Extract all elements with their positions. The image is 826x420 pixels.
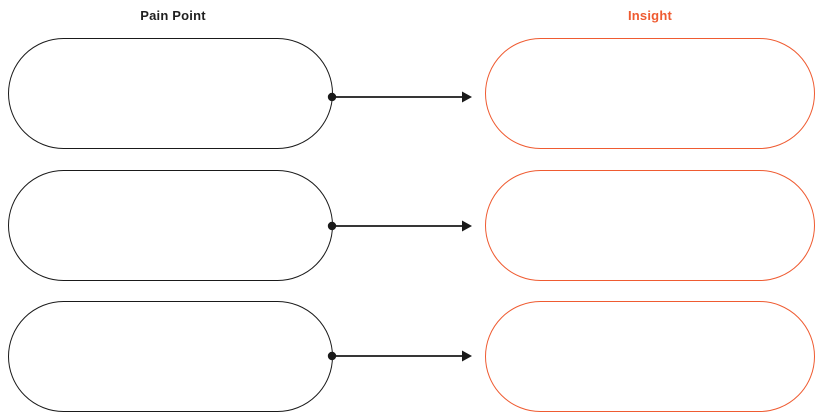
connector-arrow-3 [322,339,482,375]
diagram-row [0,170,826,282]
diagram-row [0,38,826,150]
column-header-pain-point: Pain Point [140,8,206,23]
pain-point-box-1[interactable] [8,38,333,149]
insight-box-1[interactable] [485,38,815,149]
connector-arrow-2 [322,208,482,244]
connector-arrowhead-2 [462,220,472,232]
connector-arrowhead-1 [462,91,472,103]
pain-point-box-3[interactable] [8,301,333,412]
connector-arrow-1 [322,76,482,112]
column-header-insight: Insight [627,8,672,23]
diagram-row [0,301,826,413]
insight-box-2[interactable] [485,170,815,281]
insight-box-3[interactable] [485,301,815,412]
connector-arrowhead-3 [462,350,472,362]
pain-point-box-2[interactable] [8,170,333,281]
